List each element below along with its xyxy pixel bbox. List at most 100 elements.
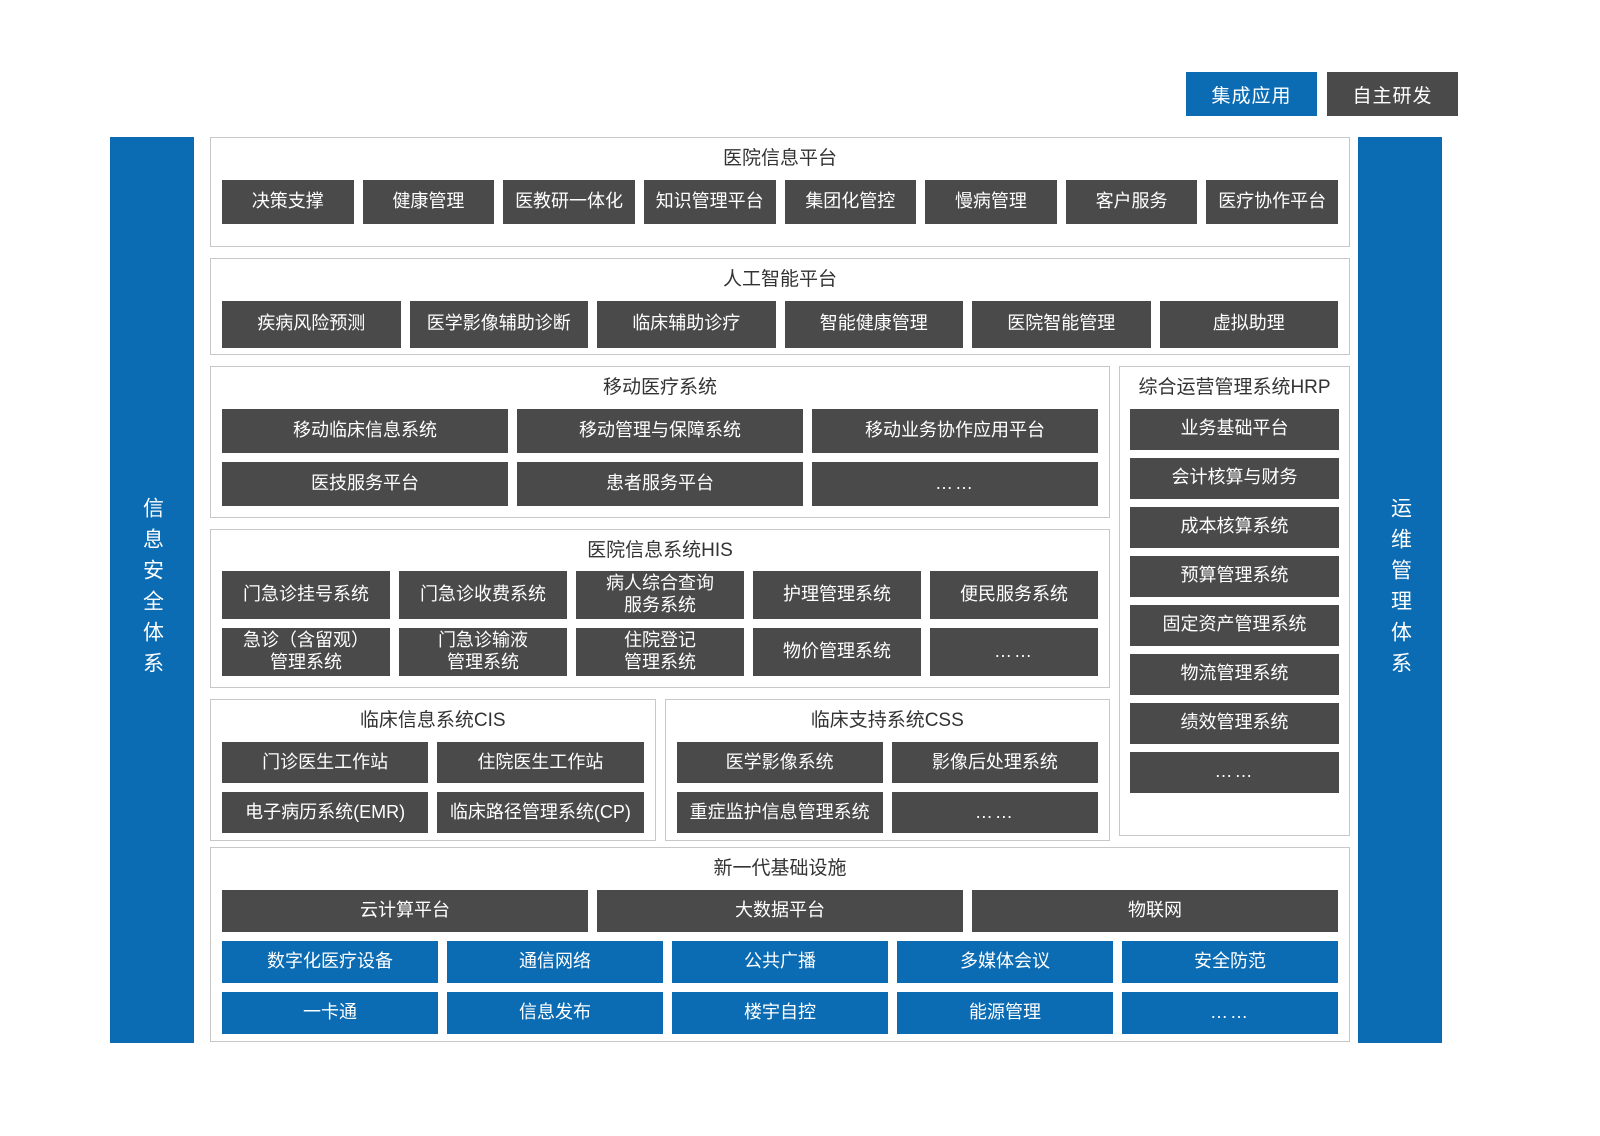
band-clinical: 临床信息系统CIS 门诊医生工作站 住院医生工作站 电子病历系统(EMR) 临床…: [210, 699, 1110, 842]
panel-title-css: 临床支持系统CSS: [810, 710, 964, 732]
panel-title-hrp: 综合运营管理系统HRP: [1138, 377, 1331, 398]
panel-hrp: 综合运营管理系统HRP 业务基础平台 会计核算与财务 成本核算系统 预算管理系统…: [1119, 366, 1350, 836]
panel-cis: 临床信息系统CIS 门诊医生工作站 住院医生工作站 电子病历系统(EMR) 临床…: [210, 699, 656, 842]
tile-medical-imaging-system[interactable]: 医学影像系统: [676, 742, 883, 784]
tile-budget-management-system[interactable]: 预算管理系统: [1130, 555, 1339, 597]
tile-communication-network[interactable]: 通信网络: [447, 940, 663, 983]
panel-title-cis: 临床信息系统CIS: [359, 710, 506, 732]
panel-title-mobile-medical: 移动医疗系统: [602, 377, 717, 398]
tile-medical-technology-service-platform[interactable]: 医技服务平台: [222, 461, 508, 506]
row-cis-1: 门诊医生工作站 住院医生工作站: [222, 742, 644, 784]
hrp-item-list: 业务基础平台 会计核算与财务 成本核算系统 预算管理系统 固定资产管理系统 物流…: [1130, 408, 1339, 825]
row-infrastructure-2: 数字化医疗设备 通信网络 公共广播 多媒体会议 安全防范: [222, 940, 1338, 983]
panel-title-hospital-platform: 医院信息平台: [722, 148, 837, 169]
tile-accounting-and-finance[interactable]: 会计核算与财务: [1130, 457, 1339, 499]
tile-energy-management[interactable]: 能源管理: [897, 991, 1113, 1034]
tile-patient-comprehensive-query-service[interactable]: 病人综合查询 服务系统: [576, 571, 744, 620]
tile-outpatient-doctor-workstation[interactable]: 门诊医生工作站: [222, 742, 429, 784]
tile-security-protection[interactable]: 安全防范: [1122, 940, 1338, 983]
tile-cloud-computing-platform[interactable]: 云计算平台: [222, 889, 588, 932]
tile-information-release[interactable]: 信息发布: [447, 991, 663, 1034]
row-his-2: 急诊（含留观） 管理系统 门急诊输液 管理系统 住院登记 管理系统 物价管理系统…: [222, 628, 1098, 677]
tile-patient-service-platform[interactable]: 患者服务平台: [517, 461, 803, 506]
sidebar-left-label: 信息安全体系: [140, 497, 164, 683]
tile-inpatient-registration-management-system[interactable]: 住院登记 管理系统: [576, 628, 744, 677]
tile-multimedia-conference[interactable]: 多媒体会议: [897, 940, 1113, 983]
tile-mobile-management-support-system[interactable]: 移动管理与保障系统: [517, 408, 803, 453]
tile-building-automation[interactable]: 楼宇自控: [672, 991, 888, 1034]
tile-his-more[interactable]: ……: [930, 628, 1098, 677]
row-css-2: 重症监护信息管理系统 ……: [676, 792, 1098, 834]
band-middle: 移动医疗系统 移动临床信息系统 移动管理与保障系统 移动业务协作应用平台 医技服…: [210, 366, 1350, 842]
tile-business-foundation-platform[interactable]: 业务基础平台: [1130, 408, 1339, 450]
panel-title-his: 医院信息系统HIS: [587, 539, 733, 561]
tile-customer-service[interactable]: 客户服务: [1065, 179, 1198, 224]
tile-medical-imaging-diagnosis[interactable]: 医学影像辅助诊断: [409, 300, 588, 348]
tile-logistics-management-system[interactable]: 物流管理系统: [1130, 653, 1339, 695]
sidebar-right-label: 运维管理体系: [1388, 497, 1412, 683]
sidebar-operation-maintenance: 运维管理体系: [1358, 137, 1442, 1043]
tile-group-management-control[interactable]: 集团化管控: [784, 179, 917, 224]
tile-icu-information-management-system[interactable]: 重症监护信息管理系统: [676, 792, 883, 834]
tile-hrp-more[interactable]: ……: [1130, 751, 1339, 793]
tile-hospital-smart-management[interactable]: 医院智能管理: [972, 300, 1151, 348]
panel-title-infrastructure: 新一代基础设施: [713, 858, 847, 879]
legend-integrated-application: 集成应用: [1186, 72, 1317, 116]
row-his-1: 门急诊挂号系统 门急诊收费系统 病人综合查询 服务系统 护理管理系统 便民服务系…: [222, 571, 1098, 620]
panel-css: 临床支持系统CSS 医学影像系统 影像后处理系统 重症监护信息管理系统 ……: [664, 699, 1110, 842]
row-infrastructure-1: 云计算平台 大数据平台 物联网: [222, 889, 1338, 932]
tile-mobile-medical-more[interactable]: ……: [812, 461, 1098, 506]
tile-internet-of-things[interactable]: 物联网: [972, 889, 1338, 932]
tile-knowledge-management-platform[interactable]: 知识管理平台: [643, 179, 776, 224]
panel-mobile-medical-system: 移动医疗系统 移动临床信息系统 移动管理与保障系统 移动业务协作应用平台 医技服…: [210, 366, 1110, 518]
legend: 集成应用 自主研发: [1186, 72, 1458, 116]
tile-mobile-business-collaboration-platform[interactable]: 移动业务协作应用平台: [812, 408, 1098, 453]
tile-health-management[interactable]: 健康管理: [362, 179, 495, 224]
tile-infrastructure-more[interactable]: ……: [1122, 991, 1338, 1034]
tile-convenience-service-system[interactable]: 便民服务系统: [930, 571, 1098, 620]
tile-chronic-disease-management[interactable]: 慢病管理: [925, 179, 1057, 224]
tile-smart-health-management[interactable]: 智能健康管理: [784, 300, 963, 348]
tile-image-post-processing-system[interactable]: 影像后处理系统: [891, 742, 1098, 784]
tile-outpatient-charging-system[interactable]: 门急诊收费系统: [399, 571, 567, 620]
tile-css-more[interactable]: ……: [891, 792, 1098, 834]
tile-mobile-clinical-info-system[interactable]: 移动临床信息系统: [222, 408, 508, 453]
tile-price-management-system[interactable]: 物价管理系统: [753, 628, 921, 677]
tile-medical-collaboration-platform[interactable]: 医疗协作平台: [1206, 179, 1338, 224]
tile-one-card-system[interactable]: 一卡通: [222, 991, 438, 1034]
row-mobile-medical-1: 移动临床信息系统 移动管理与保障系统 移动业务协作应用平台: [222, 408, 1098, 453]
tile-fixed-asset-management-system[interactable]: 固定资产管理系统: [1130, 604, 1339, 646]
tile-cost-accounting-system[interactable]: 成本核算系统: [1130, 506, 1339, 548]
row-mobile-medical-2: 医技服务平台 患者服务平台 ……: [222, 461, 1098, 506]
middle-left-column: 移动医疗系统 移动临床信息系统 移动管理与保障系统 移动业务协作应用平台 医技服…: [210, 366, 1110, 842]
sidebar-information-security: 信息安全体系: [110, 137, 194, 1043]
tile-emergency-observation-management-system[interactable]: 急诊（含留观） 管理系统: [222, 628, 390, 677]
tile-decision-support[interactable]: 决策支撑: [222, 179, 354, 224]
tile-outpatient-infusion-management-system[interactable]: 门急诊输液 管理系统: [399, 628, 567, 677]
main-stack: 医院信息平台 决策支撑 健康管理 医教研一体化 知识管理平台 集团化管控 慢病管…: [210, 137, 1350, 1043]
tile-big-data-platform[interactable]: 大数据平台: [597, 889, 963, 932]
tile-public-broadcasting[interactable]: 公共广播: [672, 940, 888, 983]
panel-his: 医院信息系统HIS 门急诊挂号系统 门急诊收费系统 病人综合查询 服务系统 护理…: [210, 528, 1110, 689]
panel-hospital-information-platform: 医院信息平台 决策支撑 健康管理 医教研一体化 知识管理平台 集团化管控 慢病管…: [210, 137, 1350, 247]
tile-clinical-assisted-diagnosis[interactable]: 临床辅助诊疗: [597, 300, 776, 348]
tile-digital-medical-equipment[interactable]: 数字化医疗设备: [222, 940, 438, 983]
panel-title-ai-platform: 人工智能平台: [722, 269, 837, 290]
tile-inpatient-doctor-workstation[interactable]: 住院医生工作站: [437, 742, 644, 784]
tile-outpatient-registration-system[interactable]: 门急诊挂号系统: [222, 571, 390, 620]
legend-self-developed: 自主研发: [1327, 72, 1458, 116]
row-cis-2: 电子病历系统(EMR) 临床路径管理系统(CP): [222, 792, 644, 834]
row-ai-platform-items: 疾病风险预测 医学影像辅助诊断 临床辅助诊疗 智能健康管理 医院智能管理 虚拟助…: [222, 300, 1338, 348]
row-infrastructure-3: 一卡通 信息发布 楼宇自控 能源管理 ……: [222, 991, 1338, 1034]
tile-electronic-medical-record-emr[interactable]: 电子病历系统(EMR): [222, 792, 429, 834]
tile-nursing-management-system[interactable]: 护理管理系统: [753, 571, 921, 620]
tile-virtual-assistant[interactable]: 虚拟助理: [1159, 300, 1338, 348]
tile-clinical-pathway-management-cp[interactable]: 临床路径管理系统(CP): [437, 792, 644, 834]
tile-medical-education-research[interactable]: 医教研一体化: [503, 179, 635, 224]
tile-disease-risk-prediction[interactable]: 疾病风险预测: [222, 300, 401, 348]
row-hospital-platform-items: 决策支撑 健康管理 医教研一体化 知识管理平台 集团化管控 慢病管理 客户服务 …: [222, 179, 1338, 224]
row-css-1: 医学影像系统 影像后处理系统: [676, 742, 1098, 784]
tile-performance-management-system[interactable]: 绩效管理系统: [1130, 702, 1339, 744]
panel-infrastructure: 新一代基础设施 云计算平台 大数据平台 物联网 数字化医疗设备 通信网络 公共广…: [210, 847, 1350, 1042]
